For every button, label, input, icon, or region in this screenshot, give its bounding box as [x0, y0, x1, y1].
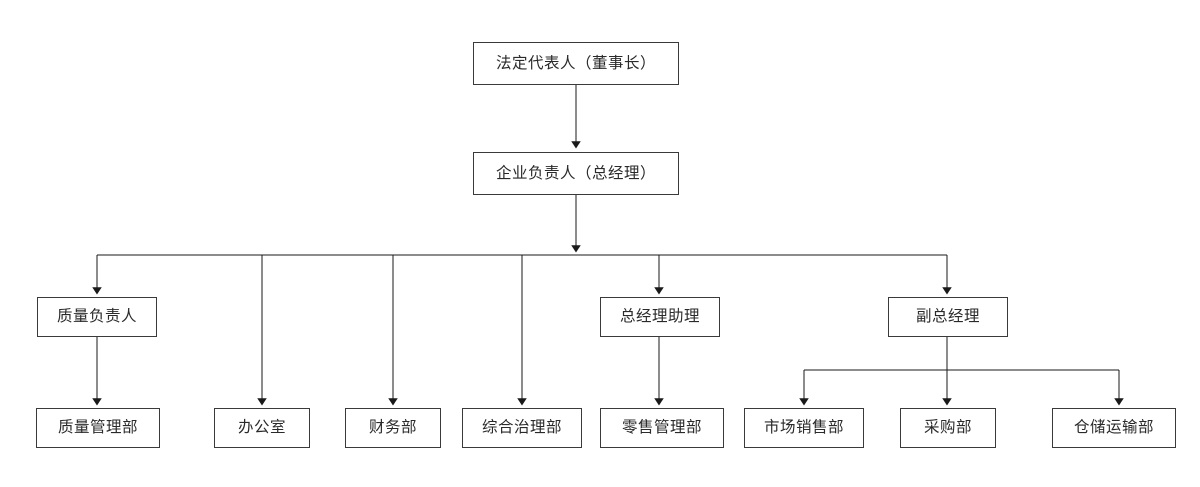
node-quality-head[interactable]: 质量负责人 — [37, 297, 157, 337]
node-general-manager[interactable]: 企业负责人（总经理） — [473, 152, 679, 195]
node-deputy-gm[interactable]: 副总经理 — [888, 297, 1008, 337]
node-label-quality-dept: 质量管理部 — [57, 418, 138, 437]
node-quality-dept[interactable]: 质量管理部 — [36, 408, 160, 448]
node-label-assistant-gm: 总经理助理 — [619, 307, 700, 326]
node-label-governance-dept: 综合治理部 — [481, 418, 562, 437]
node-assistant-gm[interactable]: 总经理助理 — [600, 297, 720, 337]
node-office-dept[interactable]: 办公室 — [214, 408, 310, 448]
node-label-legal-representative: 法定代表人（董事长） — [495, 53, 656, 72]
node-label-purchasing-dept: 采购部 — [923, 418, 972, 437]
node-label-retail-dept: 零售管理部 — [621, 418, 702, 437]
node-label-deputy-gm: 副总经理 — [915, 307, 980, 326]
node-governance-dept[interactable]: 综合治理部 — [462, 408, 582, 448]
node-label-general-manager: 企业负责人（总经理） — [495, 163, 656, 182]
node-label-warehouse-dept: 仓储运输部 — [1073, 418, 1154, 437]
node-finance-dept[interactable]: 财务部 — [345, 408, 441, 448]
node-legal-representative[interactable]: 法定代表人（董事长） — [473, 42, 679, 85]
node-label-finance-dept: 财务部 — [368, 418, 417, 437]
node-retail-dept[interactable]: 零售管理部 — [600, 408, 724, 448]
node-marketing-dept[interactable]: 市场销售部 — [744, 408, 864, 448]
node-label-quality-head: 质量负责人 — [56, 307, 137, 326]
node-label-marketing-dept: 市场销售部 — [763, 418, 844, 437]
node-purchasing-dept[interactable]: 采购部 — [900, 408, 996, 448]
node-warehouse-dept[interactable]: 仓储运输部 — [1052, 408, 1176, 448]
node-label-office-dept: 办公室 — [237, 418, 286, 437]
